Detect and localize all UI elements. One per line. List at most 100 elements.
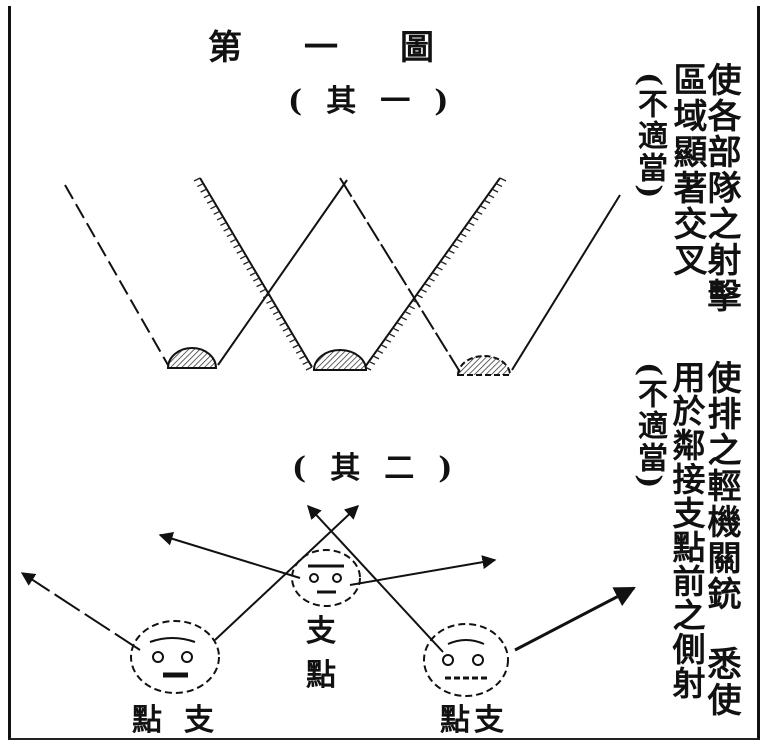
tick-mark xyxy=(372,355,380,360)
tick-mark xyxy=(295,349,303,354)
note2-col-left: 悉使 xyxy=(701,646,741,718)
tick-mark xyxy=(479,205,487,210)
tick-mark xyxy=(436,266,443,271)
tick-mark xyxy=(428,277,435,282)
tick-mark xyxy=(213,210,221,215)
tick-mark xyxy=(408,305,415,310)
tick-mark xyxy=(289,338,296,343)
sub-figure-2 xyxy=(20,504,636,653)
tick-mark xyxy=(259,288,267,293)
tick-mark xyxy=(483,199,491,204)
support-point-center xyxy=(291,549,361,607)
note1-main-left: 區域顯著交叉 xyxy=(667,62,707,278)
fire-arrow xyxy=(20,572,141,651)
note1-verdict: (不適當) xyxy=(632,72,667,201)
tick-mark xyxy=(491,188,499,193)
sub-figure-1 xyxy=(64,177,621,373)
tick-mark xyxy=(499,177,507,182)
tick-mark xyxy=(416,294,423,299)
sector-line xyxy=(64,184,169,366)
emplacement-mound xyxy=(166,347,218,369)
tick-mark xyxy=(380,344,388,349)
tick-mark xyxy=(400,316,408,321)
note2-col-right: 使排之輕機關銃 xyxy=(701,360,741,612)
tick-mark xyxy=(456,238,463,243)
tick-mark xyxy=(444,255,451,260)
tick-mark xyxy=(269,305,277,310)
tick-mark xyxy=(203,194,211,199)
support-center-label-a: 支 xyxy=(306,614,336,649)
tick-mark xyxy=(226,233,234,238)
tick-marks-right xyxy=(364,177,507,371)
tick-mark xyxy=(471,216,479,221)
fire-arrow xyxy=(158,532,301,579)
tick-mark xyxy=(305,366,313,371)
figure-title: 第一圖 xyxy=(208,28,496,68)
tick-mark xyxy=(388,333,396,338)
support-point-right xyxy=(423,623,509,697)
tick-mark xyxy=(197,182,204,188)
sector-line xyxy=(511,194,621,371)
tick-mark xyxy=(243,260,250,265)
emplacement-mound xyxy=(312,349,368,371)
tick-mark xyxy=(292,344,300,349)
figure-frame xyxy=(8,6,760,740)
note1-main-right: 使各部隊之射擊 xyxy=(701,62,741,314)
tick-mark xyxy=(463,227,471,232)
support-left-label: 點支 xyxy=(132,703,236,738)
tick-mark xyxy=(467,221,475,227)
tick-mark xyxy=(396,321,404,327)
tick-mark xyxy=(432,271,439,277)
support-right-label: 點支 xyxy=(440,703,508,738)
fire-arrow xyxy=(307,504,444,653)
tick-mark xyxy=(282,327,290,332)
note2-verdict: (不適當) xyxy=(632,362,667,491)
fire-arrow xyxy=(349,555,497,586)
tick-mark xyxy=(475,210,483,215)
sub-figure-1-title: (其一) xyxy=(288,84,473,119)
support-point-left xyxy=(130,620,220,694)
tick-mark xyxy=(368,360,376,366)
tick-mark xyxy=(246,266,253,271)
tick-mark xyxy=(223,227,230,232)
tick-mark xyxy=(262,294,270,299)
tick-mark xyxy=(392,327,400,332)
emplacements xyxy=(166,347,512,376)
tick-mark xyxy=(302,360,309,366)
tick-mark xyxy=(236,249,244,254)
tick-mark xyxy=(200,188,207,193)
tick-mark xyxy=(206,199,214,204)
tick-mark xyxy=(448,249,455,254)
support-center-label-b: 點 xyxy=(306,658,336,693)
emplacement-mound xyxy=(456,355,512,376)
tick-mark xyxy=(279,321,286,327)
tick-mark xyxy=(253,277,260,282)
tick-mark xyxy=(487,194,495,199)
tick-mark xyxy=(256,283,263,288)
tick-mark xyxy=(216,216,224,221)
fire-arrow xyxy=(514,586,636,652)
tick-mark xyxy=(220,221,227,227)
tick-mark xyxy=(193,177,201,182)
tick-mark xyxy=(299,355,306,360)
sector-line xyxy=(199,177,313,368)
tick-mark xyxy=(424,283,431,288)
tick-mark xyxy=(233,244,240,249)
tick-mark xyxy=(249,271,257,277)
tick-mark xyxy=(404,310,411,315)
tick-mark xyxy=(210,205,217,210)
tick-mark xyxy=(452,244,459,249)
tick-mark xyxy=(229,238,237,243)
tick-mark xyxy=(495,182,503,188)
tick-marks-left xyxy=(193,177,313,371)
tick-mark xyxy=(376,349,384,354)
tick-mark xyxy=(384,338,392,343)
tick-mark xyxy=(460,233,467,238)
tick-mark xyxy=(272,310,280,315)
tick-mark xyxy=(266,299,273,304)
tick-mark xyxy=(239,255,247,260)
tick-mark xyxy=(440,260,447,265)
tick-mark xyxy=(412,299,419,304)
sector-line xyxy=(217,179,348,366)
